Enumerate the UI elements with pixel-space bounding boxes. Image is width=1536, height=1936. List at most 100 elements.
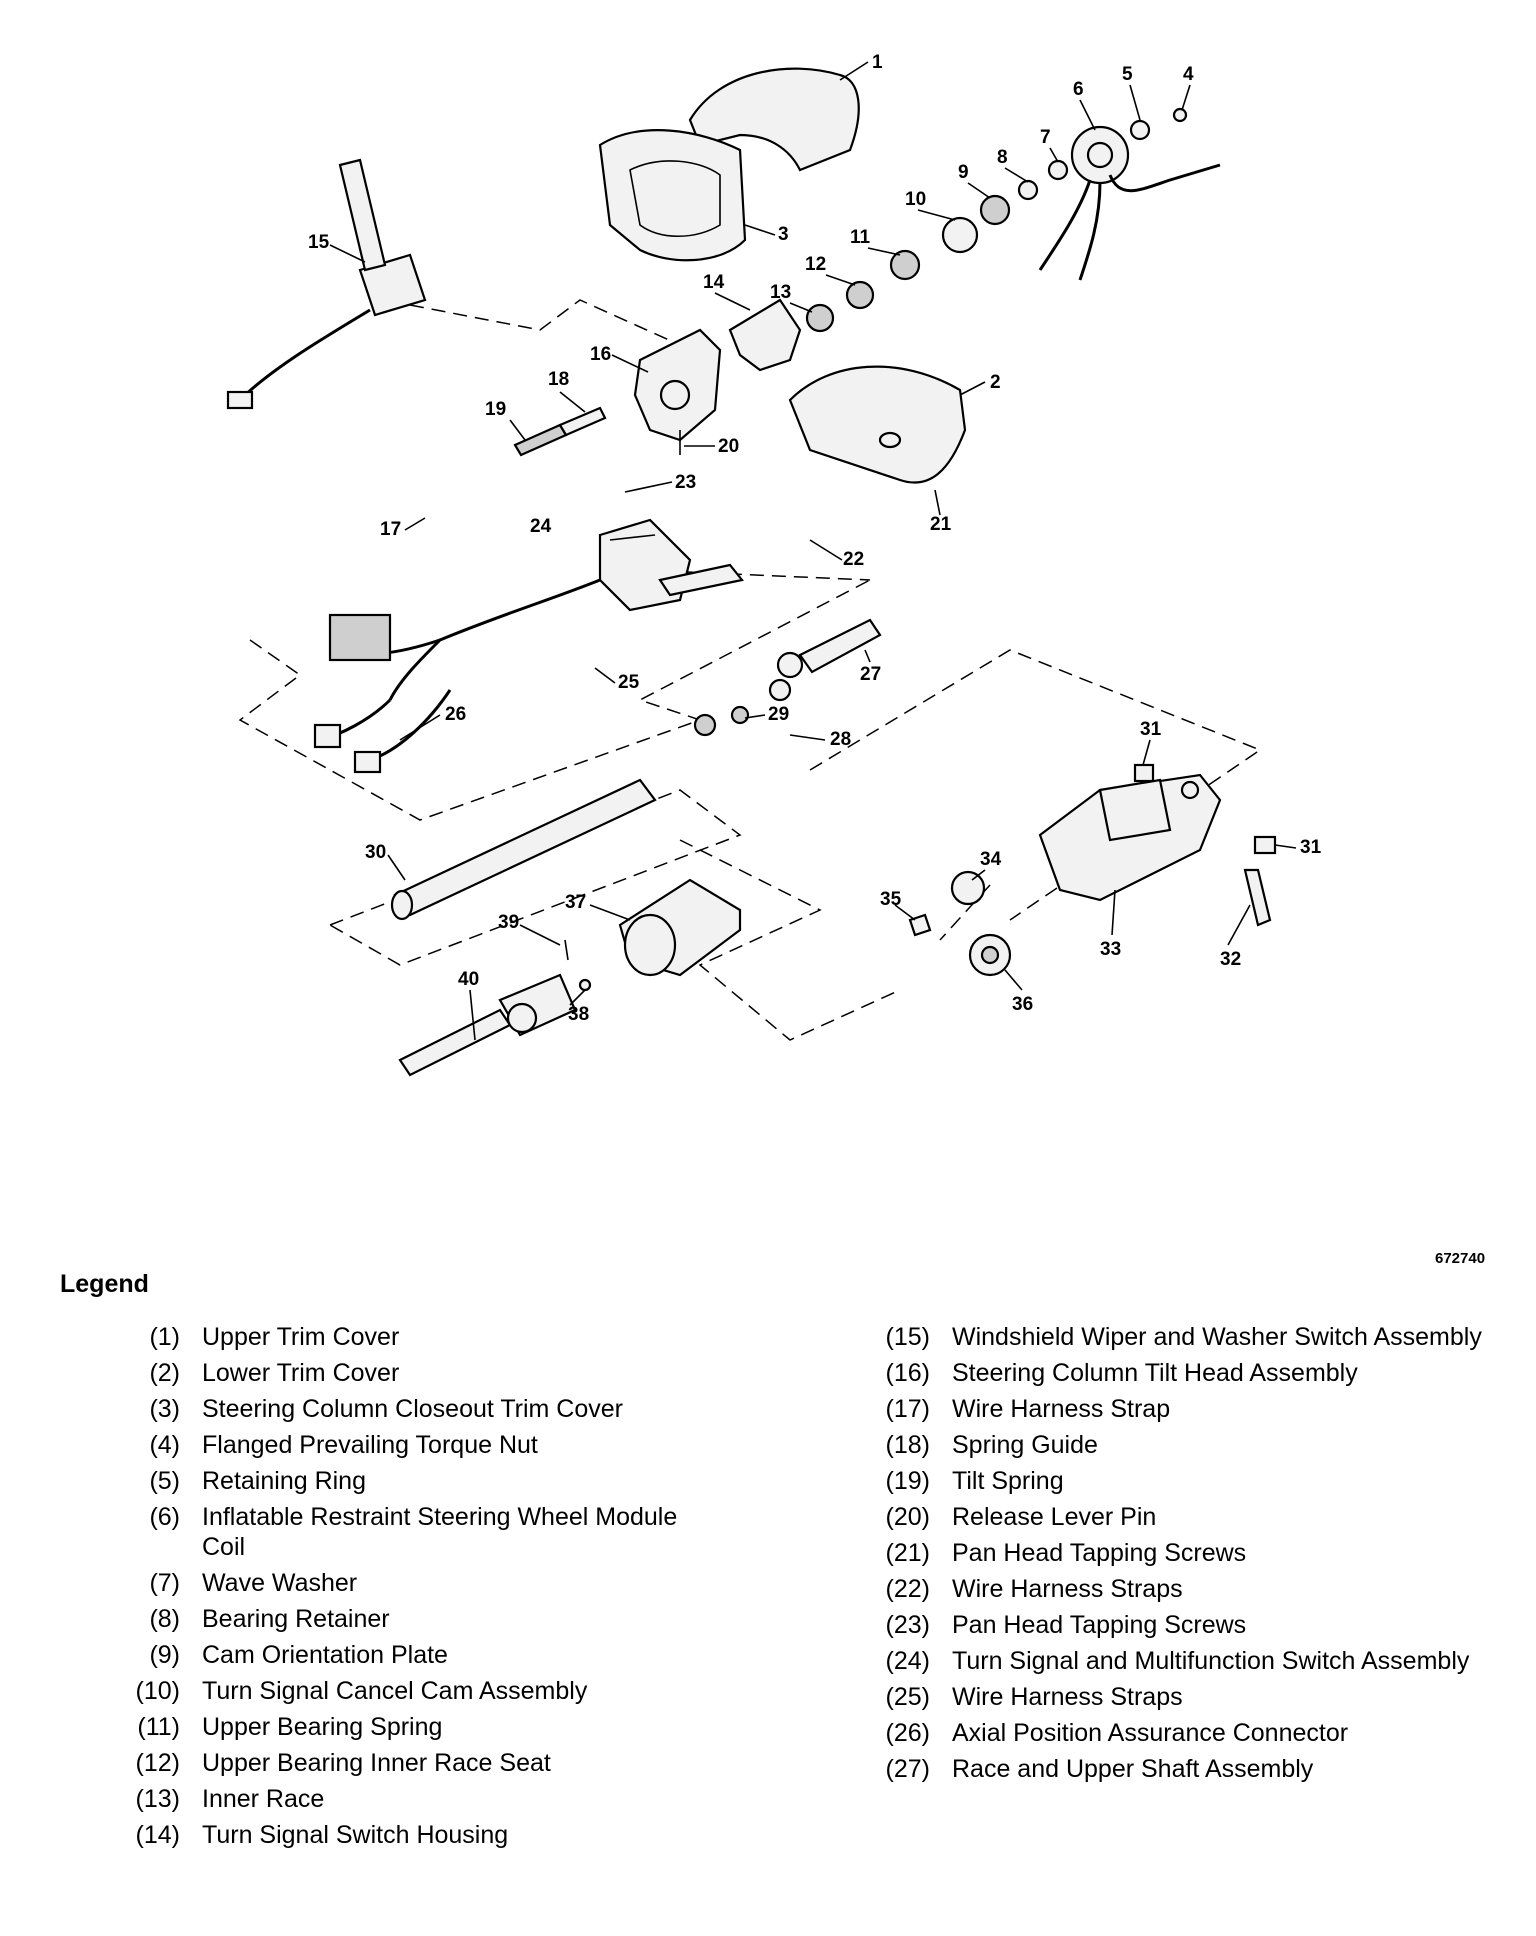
legend-item: (15) Windshield Wiper and Washer Switch A…	[850, 1322, 1510, 1352]
callout: 11	[850, 227, 871, 248]
legend-item-text: Steering Column Tilt Head Assembly	[952, 1359, 1358, 1387]
legend-item-text: Flanged Prevailing Torque Nut	[202, 1431, 538, 1459]
callout: 15	[308, 232, 330, 253]
legend-item: (19)Tilt Spring	[850, 1466, 1510, 1496]
callout: 28	[830, 729, 851, 750]
legend-item: (2) Lower Trim Cover	[100, 1358, 720, 1388]
callout: 12	[805, 254, 826, 275]
legend-item-text: Windshield Wiper and Washer Switch Assem…	[952, 1323, 1482, 1351]
lower-bearing-sleeve	[618, 878, 742, 977]
race-and-upper-shaft	[776, 618, 882, 679]
callout: 19	[485, 399, 506, 420]
callout: 2	[990, 372, 1001, 393]
small-stack-parts	[805, 107, 1188, 333]
legend-item-number: (7)	[149, 1569, 180, 1597]
legend-item: (25) Wire Harness Straps	[850, 1682, 1510, 1712]
legend-item-text: Wire Harness Straps	[952, 1683, 1183, 1711]
callout: 17	[380, 519, 401, 540]
callout: 34	[980, 849, 1002, 870]
legend-item-number: (21)	[885, 1539, 930, 1567]
callout: 14	[703, 272, 725, 293]
legend-item-number: (25)	[885, 1683, 930, 1711]
legend-item-text: Spring Guide	[952, 1431, 1098, 1459]
legend-item: (11) Upper Bearing Spring	[100, 1712, 720, 1742]
legend-item-number: (18)	[885, 1431, 930, 1459]
legend-item-text: Pan Head Tapping Screws	[952, 1539, 1247, 1567]
legend-item: (26)Axial Position Assurance Connector	[850, 1718, 1510, 1748]
callout: 33	[1100, 939, 1121, 960]
callout: 18	[548, 369, 569, 390]
callout: 4	[1183, 64, 1194, 85]
legend-item-number: (11)	[137, 1713, 180, 1741]
callout: 5	[1122, 64, 1133, 85]
legend-item-number: (2)	[149, 1359, 180, 1387]
callout: 37	[565, 892, 586, 913]
legend-item: (3)Steering Column Closeout Trim Cover	[100, 1394, 720, 1424]
multifunction-switch-assembly	[313, 518, 744, 774]
callout: 13	[770, 282, 791, 303]
callout: 32	[1220, 949, 1241, 970]
legend-item-number: (3)	[149, 1395, 180, 1423]
callout: 24	[530, 516, 552, 537]
inflatable-restraint-coil	[1038, 125, 1221, 281]
legend-item: (4)Flanged Prevailing Torque Nut	[100, 1430, 720, 1460]
legend-item-text: Upper Bearing Spring	[202, 1713, 443, 1741]
legend-item-number: (12)	[135, 1749, 180, 1777]
legend-item-text: Wire Harness Straps	[952, 1575, 1183, 1603]
lower-trim-cover	[788, 365, 967, 484]
legend-item-text: Turn Signal Switch Housing	[202, 1821, 509, 1849]
legend-item: (17)Wire Harness Strap	[850, 1394, 1510, 1424]
legend-item-text: Wire Harness Strap	[952, 1395, 1171, 1423]
legend-item-text: Turn Signal Cancel Cam Assembly	[202, 1677, 588, 1705]
legend-item-number: (15)	[885, 1323, 930, 1351]
legend-item-text: Retaining Ring	[202, 1467, 366, 1495]
legend-item: (9)Cam Orientation Plate	[100, 1640, 720, 1670]
legend-item: (27)Race and Upper Shaft Assembly	[850, 1754, 1510, 1784]
callout: 40	[458, 969, 479, 990]
legend-item-text: Pan Head Tapping Screws	[952, 1611, 1247, 1639]
legend-item: (1) Upper Trim Cover	[100, 1322, 720, 1352]
callout: 29	[768, 704, 789, 725]
exploded-steering-column-diagram: 1 2 3 4 5 6 7 8 9 10 11 12 13 14 15 16 1…	[226, 52, 1322, 1077]
callout: 1	[872, 52, 883, 73]
legend-item-number: (1)	[149, 1323, 180, 1351]
jacket-housing-assembly	[1038, 773, 1222, 902]
legend-item-number: (24)	[885, 1647, 930, 1675]
callout: 6	[1073, 79, 1084, 100]
legend-title: Legend	[60, 1270, 149, 1298]
wiper-washer-switch	[226, 158, 427, 410]
lower-shaft-assembly	[398, 973, 577, 1077]
callout: 9	[958, 162, 969, 183]
legend-item-text: Race and Upper Shaft Assembly	[952, 1755, 1314, 1783]
callout: 30	[365, 842, 386, 863]
legend-item-text: Release Lever Pin	[952, 1503, 1157, 1531]
legend-item: (24)Turn Signal and Multifunction Switch…	[850, 1646, 1510, 1676]
legend-item-text: Wave Washer	[202, 1569, 358, 1597]
figure-number: 672740	[1435, 1250, 1486, 1267]
callout: 20	[718, 436, 739, 457]
assembly-dashed-lines	[238, 299, 1262, 1041]
legend-item: (20)Release Lever Pin	[850, 1502, 1510, 1532]
legend-item-text: Lower Trim Cover	[202, 1359, 400, 1387]
legend-item: (18) Spring Guide	[850, 1430, 1510, 1460]
legend-item-number: (10)	[135, 1677, 180, 1705]
legend-item-text: Tilt Spring	[952, 1467, 1064, 1495]
callout-leader-lines	[329, 61, 1297, 1041]
tilt-head-assembly	[633, 328, 722, 442]
legend-left-column: (1) Upper Trim Cover (2) Lower Trim Cover (3…	[100, 1322, 720, 1856]
legend-item: (16)Steering Column Tilt Head Assembly	[850, 1358, 1510, 1388]
legend-item-number: (23)	[885, 1611, 930, 1639]
callout: 36	[1012, 994, 1033, 1015]
legend-item-number: (5)	[149, 1467, 180, 1495]
legend-item-text: Upper Trim Cover	[202, 1323, 400, 1351]
callout: 27	[860, 664, 881, 685]
legend-item: (13)Inner Race	[100, 1784, 720, 1814]
callout: 35	[880, 889, 902, 910]
legend-item: (14)Turn Signal Switch Housing	[100, 1820, 720, 1850]
callout: 31	[1300, 837, 1322, 858]
legend-item-text: Inflatable Restraint Steering Wheel Modu…	[202, 1503, 678, 1561]
callout: 16	[590, 344, 611, 365]
legend-item-number: (22)	[885, 1575, 930, 1603]
legend-item: (12)Upper Bearing Inner Race Seat	[100, 1748, 720, 1778]
callout: 26	[445, 704, 466, 725]
